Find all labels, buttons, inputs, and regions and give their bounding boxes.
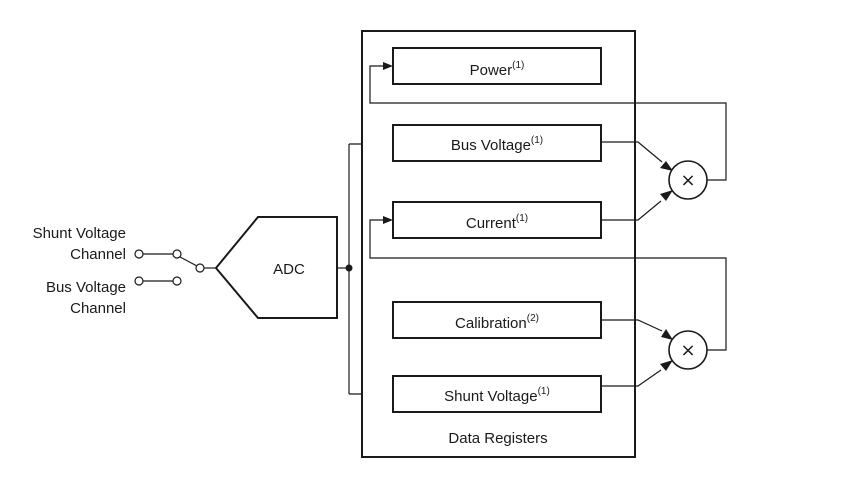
shunt-voltage-multiplier-arrow [660, 360, 673, 371]
current-multiplier-arrow [660, 190, 673, 201]
bus-voltage-register-label: Bus Voltage(1) [451, 135, 543, 154]
shunt-voltage-register-label: Shunt Voltage(1) [444, 386, 550, 405]
upper-multiplier-symbol: × [680, 170, 695, 191]
lower-multiplier-wiring [369, 216, 727, 387]
register-current: Current(1) [392, 201, 602, 239]
bus-voltage-register-box [392, 124, 602, 162]
bus-channel-label-line2: Channel [70, 300, 126, 317]
calibration-multiplier-arrow [661, 329, 673, 340]
bus-voltage-multiplier-arrow [660, 161, 673, 171]
calibration-to-multiplier-wire [601, 319, 663, 332]
adc-label: ADC [273, 261, 305, 278]
bus-switch-contact [172, 276, 182, 286]
shunt-voltage-register-box [392, 375, 602, 413]
calibration-register-box [392, 301, 602, 339]
shunt-channel-label-line2: Channel [70, 246, 126, 263]
multiplier-to-power-wire [369, 65, 727, 181]
current-register-box [392, 201, 602, 239]
power-register-box [392, 47, 602, 85]
register-calibration: Calibration(2) [392, 301, 602, 339]
shunt-channel-label-line1: Shunt Voltage [33, 225, 126, 242]
bus-channel-label-line1: Bus Voltage [46, 279, 126, 296]
power-register-label: Power(1) [470, 60, 525, 79]
multiplier-to-current-wire [369, 219, 727, 351]
calibration-register-label: Calibration(2) [455, 313, 539, 332]
bus-input-terminal [134, 276, 144, 286]
lower-multiplier-symbol: × [680, 340, 695, 361]
input-switch [134, 249, 216, 286]
lower-multiplier [668, 330, 708, 370]
shunt-switch-contact [172, 249, 182, 259]
data-registers-label: Data Registers [448, 430, 547, 447]
register-power: Power(1) [392, 47, 602, 85]
power-input-arrow [383, 62, 393, 70]
upper-multiplier [668, 160, 708, 200]
register-bus-voltage: Bus Voltage(1) [392, 124, 602, 162]
current-to-multiplier-wire [601, 200, 662, 221]
switch-pivot [195, 263, 205, 273]
upper-multiplier-wiring [369, 62, 727, 221]
current-register-label: Current(1) [466, 213, 528, 232]
current-input-arrow [383, 216, 393, 224]
bus-voltage-to-multiplier-wire [601, 141, 663, 163]
shunt-input-terminal [134, 249, 144, 259]
shunt-voltage-to-multiplier-wire [601, 369, 662, 387]
switch-arm [179, 256, 198, 267]
register-shunt-voltage: Shunt Voltage(1) [392, 375, 602, 413]
adc-junction-dot [345, 264, 353, 272]
